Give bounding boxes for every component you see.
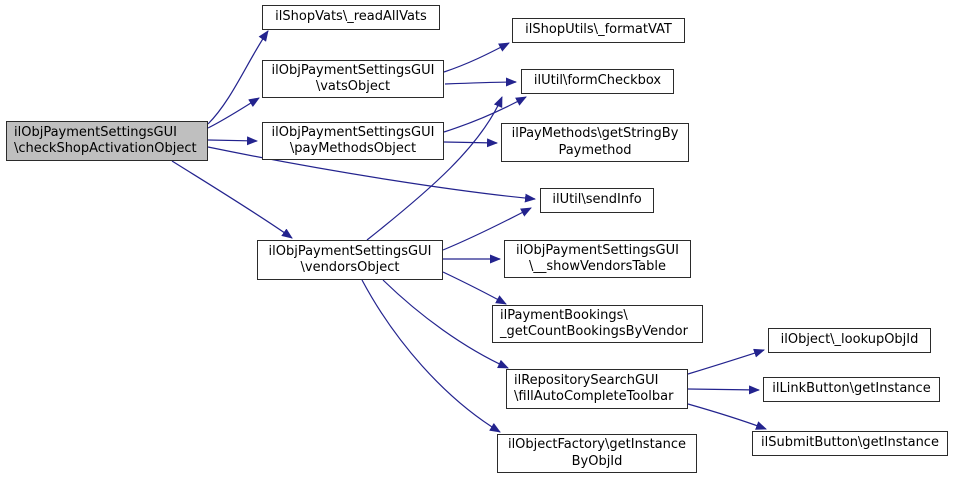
graph-node-getInstanceByObjId[interactable]: ilObjectFactory\getInstance ByObjId [497, 434, 697, 473]
graph-node-vatsObject[interactable]: ilObjPaymentSettingsGUI \vatsObject [262, 60, 444, 98]
edge-fillAutoCompleteToolbar-to-submitButtonGetInstance [687, 403, 767, 430]
graph-node-sendInfo[interactable]: ilUtil\sendInfo [540, 188, 654, 213]
edge-fillAutoCompleteToolbar-to-linkButtonGetInstance [687, 385, 760, 395]
edge-vendorsObject-to-getCountBookingsByVendor [442, 271, 507, 305]
graph-node-formatVAT[interactable]: ilShopUtils\_formatVAT [512, 18, 685, 43]
graph-node-linkButtonGetInstance[interactable]: ilLinkButton\getInstance [763, 377, 940, 402]
edge-fillAutoCompleteToolbar-to-lookupObjId [687, 348, 765, 375]
edge-vatsObject-to-formatVAT [443, 42, 510, 73]
graph-node-checkShopActivationObject[interactable]: ilObjPaymentSettingsGUI \checkShopActiva… [6, 121, 208, 161]
edge-payMethodsObject-to-getStringByPaymethod [443, 138, 498, 148]
graph-node-payMethodsObject[interactable]: ilObjPaymentSettingsGUI \payMethodsObjec… [262, 122, 444, 160]
graph-node-readAllVats[interactable]: ilShopVats\_readAllVats [262, 5, 440, 30]
graph-node-submitButtonGetInstance[interactable]: ilSubmitButton\getInstance [752, 431, 948, 456]
edge-checkShopActivationObject-to-payMethodsObject [207, 136, 258, 146]
edge-checkShopActivationObject-to-readAllVats [207, 30, 269, 125]
graph-node-vendorsObject[interactable]: ilObjPaymentSettingsGUI \vendorsObject [257, 240, 443, 280]
graph-node-getCountBookingsByVendor[interactable]: ilPaymentBookings\ _getCountBookingsByVe… [492, 305, 703, 343]
edge-vendorsObject-to-getInstanceByObjId [361, 279, 501, 433]
edge-checkShopActivationObject-to-vendorsObject [171, 160, 293, 239]
edge-checkShopActivationObject-to-vatsObject [207, 97, 260, 129]
edge-vatsObject-to-formCheckbox [444, 77, 517, 87]
graph-node-lookupObjId[interactable]: ilObject\_lookupObjId [768, 328, 931, 353]
graph-node-getStringByPaymethod[interactable]: ilPayMethods\getStringBy Paymethod [501, 123, 689, 162]
edge-vendorsObject-to-fillAutoCompleteToolbar [382, 279, 509, 369]
graph-node-formCheckbox[interactable]: ilUtil\formCheckbox [521, 69, 674, 94]
edge-vendorsObject-to-formCheckbox [366, 96, 503, 241]
graph-node-showVendorsTable[interactable]: ilObjPaymentSettingsGUI \__showVendorsTa… [504, 240, 691, 278]
graph-node-fillAutoCompleteToolbar[interactable]: ilRepositorySearchGUI \fillAutoCompleteT… [506, 369, 688, 409]
